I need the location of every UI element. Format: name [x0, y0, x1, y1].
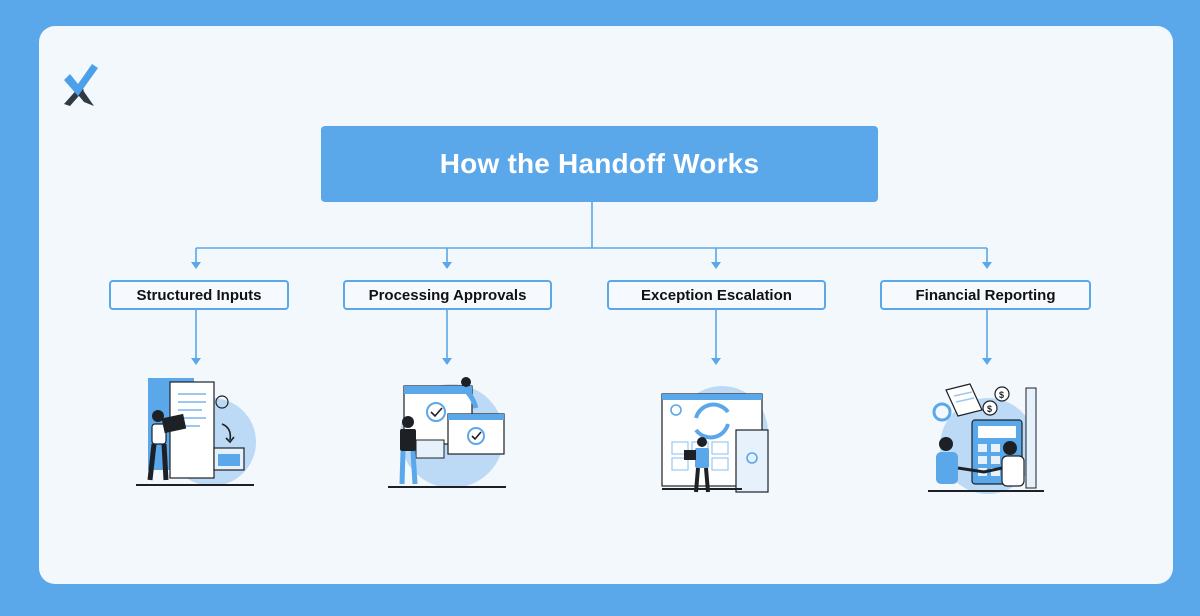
step-label: Exception Escalation	[641, 286, 792, 304]
dollar-coin-icon: $	[987, 404, 992, 414]
step-label: Financial Reporting	[915, 286, 1056, 304]
dollar-coin-icon: $	[999, 390, 1004, 400]
step-exception-escalation: Exception Escalation	[607, 280, 826, 310]
people-with-calculator-finance-illustration: $ $	[928, 383, 1044, 494]
step-structured-inputs: Structured Inputs	[109, 280, 289, 310]
step-financial-reporting: Financial Reporting	[880, 280, 1091, 310]
step-label: Processing Approvals	[368, 286, 527, 304]
person-approving-screens-illustration	[388, 377, 506, 488]
person-with-laptop-documents-illustration	[136, 378, 256, 486]
check-x-logo-icon	[64, 64, 98, 106]
title-box: How the Handoff Works	[321, 126, 878, 202]
step-processing-approvals: Processing Approvals	[343, 280, 552, 310]
step-label: Structured Inputs	[136, 286, 262, 304]
person-with-sync-calendar-illustration	[661, 386, 769, 493]
diagram-title: How the Handoff Works	[439, 148, 760, 179]
